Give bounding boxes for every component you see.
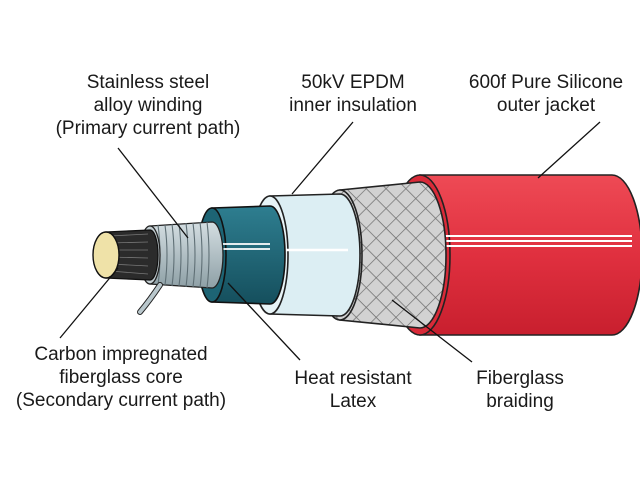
leader-silicone	[537, 121, 601, 179]
carbon-core	[92, 229, 159, 281]
label-carbon-core: Carbon impregnated fiberglass core (Seco…	[16, 343, 226, 412]
leader-lines	[59, 121, 601, 363]
label-line: inner insulation	[289, 95, 417, 116]
label-line: outer jacket	[496, 95, 596, 116]
label-line: (Primary current path)	[55, 118, 241, 139]
label-line: Carbon impregnated	[34, 344, 208, 365]
leader-latex	[227, 282, 301, 361]
label-line: braiding	[486, 391, 554, 412]
label-line: fiberglass core	[59, 367, 183, 388]
label-line: Stainless steel	[86, 72, 210, 93]
label-fiberglass-braiding: Fiberglass braiding	[476, 367, 564, 413]
label-line: Latex	[329, 391, 377, 412]
label-line: 600f Pure Silicone	[468, 72, 624, 93]
label-line: alloy winding	[93, 95, 203, 116]
label-line: Heat resistant	[294, 368, 412, 389]
label-line: Fiberglass	[476, 368, 564, 389]
label-steel-winding: Stainless steel alloy winding (Primary c…	[56, 71, 241, 140]
label-line: 50kV EPDM	[301, 72, 405, 93]
leader-steel	[117, 147, 189, 239]
leader-fiberglass	[391, 299, 473, 363]
label-latex: Heat resistant Latex	[294, 367, 411, 413]
label-epdm-insulation: 50kV EPDM inner insulation	[289, 71, 417, 117]
leader-epdm	[291, 121, 354, 195]
label-line: (Secondary current path)	[15, 390, 227, 411]
leader-carbon	[59, 267, 119, 339]
label-silicone-jacket: 600f Pure Silicone outer jacket	[469, 71, 623, 117]
